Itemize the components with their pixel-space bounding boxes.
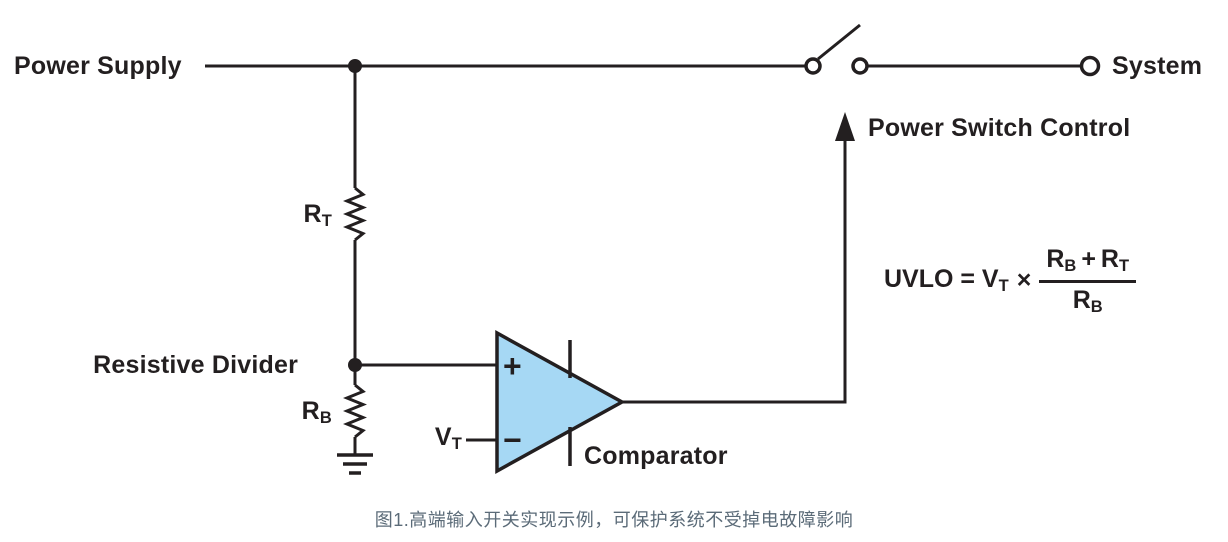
system-label: System — [1112, 52, 1203, 80]
formula-lhs: UVLO = VT — [884, 265, 1009, 296]
rt-resistor — [343, 186, 367, 242]
vt-label-sub: T — [451, 434, 462, 453]
comparator-triangle — [495, 330, 626, 474]
plus-input-sign: + — [503, 348, 522, 384]
power-switch-control-label: Power Switch Control — [868, 114, 1131, 142]
formula-fraction: RB+RT RB — [1039, 245, 1137, 317]
formula-lhs-text: UVLO = V — [884, 265, 999, 294]
divider-junction-dot — [348, 358, 362, 372]
switch-pole-left — [804, 57, 822, 75]
rt-label-sub: T — [321, 211, 332, 230]
resistive-divider-label: Resistive Divider — [93, 351, 298, 379]
formula-num-plus: + — [1081, 245, 1096, 273]
figure-caption: 图1.高端输入开关实现示例，可保护系统不受掉电故障影响 — [374, 510, 854, 530]
arrow-up-icon — [835, 112, 855, 141]
rb-label-sub: B — [319, 408, 332, 427]
formula-den-r: R — [1072, 285, 1091, 314]
formula-num-r1-sub: B — [1064, 256, 1077, 275]
formula-den-r-sub: B — [1090, 297, 1103, 316]
vt-label: VT — [434, 423, 462, 453]
formula-operator: × — [1016, 266, 1032, 295]
ground-icon — [337, 453, 373, 475]
supply-junction-dot — [348, 59, 362, 73]
rb-label: RB — [301, 397, 332, 427]
minus-input-sign: − — [503, 422, 522, 458]
rb-resistor — [343, 383, 367, 439]
comparator-label: Comparator — [584, 442, 728, 470]
system-terminal — [1079, 55, 1101, 77]
formula-denominator: RB — [1073, 283, 1103, 317]
formula-num-r2-sub: T — [1118, 256, 1130, 275]
formula-num-r2: R — [1100, 245, 1119, 273]
power-supply-label: Power Supply — [14, 52, 182, 80]
uvlo-formula: UVLO = VT × RB+RT RB — [884, 245, 1137, 317]
formula-num-r1: R — [1046, 245, 1065, 273]
formula-lhs-sub: T — [998, 277, 1009, 296]
formula-numerator: RB+RT — [1039, 245, 1137, 283]
output-wire — [622, 140, 847, 404]
rt-label-base: R — [303, 200, 322, 228]
switch-pole-right — [851, 57, 869, 75]
rt-label: RT — [303, 200, 332, 230]
rb-label-base: R — [301, 397, 320, 425]
switch-lever — [817, 23, 861, 61]
vt-label-base: V — [434, 423, 452, 451]
